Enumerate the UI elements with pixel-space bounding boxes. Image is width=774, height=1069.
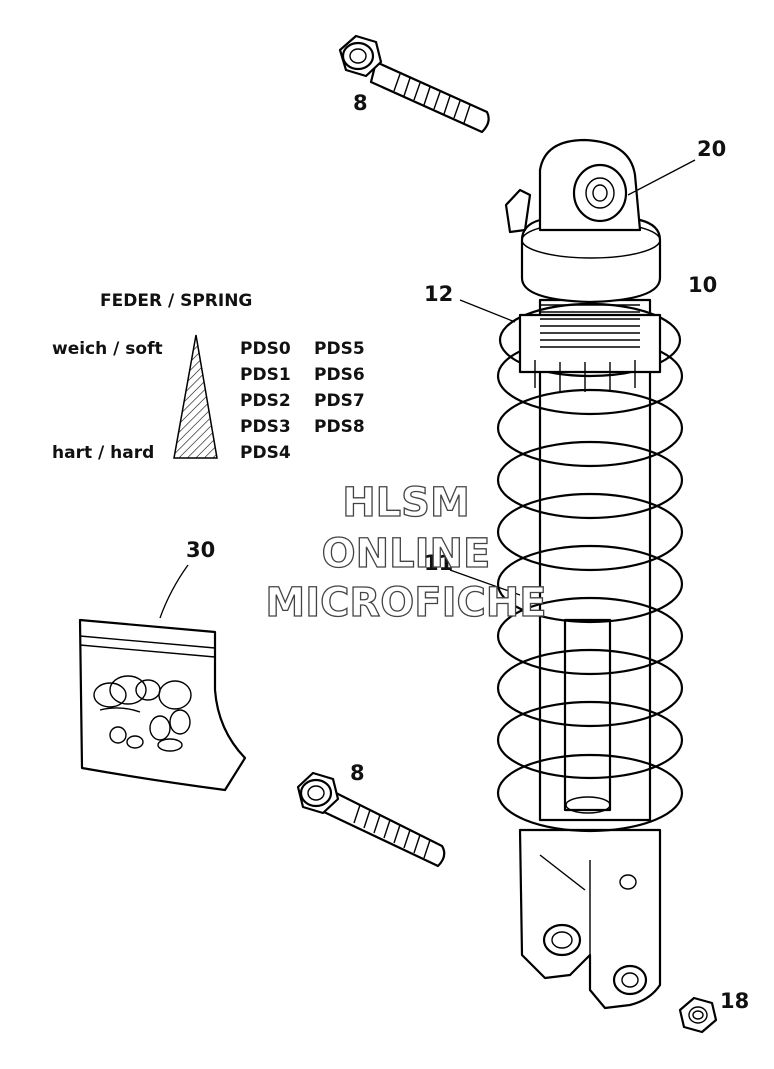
spring-code: PDS7 xyxy=(314,391,365,411)
legend-title: FEDER / SPRING xyxy=(100,291,252,311)
watermark: HLSM ONLINE MICROFICHE xyxy=(265,479,548,626)
callout-shock-absorber: 10 xyxy=(688,273,717,297)
watermark-line1: HLSM xyxy=(342,480,470,526)
watermark-line2: ONLINE xyxy=(322,531,491,577)
spring-code: PDS2 xyxy=(240,391,291,411)
spring-coils xyxy=(496,302,684,833)
bolt-top[interactable] xyxy=(338,34,490,134)
sticker-kit[interactable] xyxy=(78,618,247,792)
spring-code: PDS6 xyxy=(314,365,365,385)
callout-top-eye: 20 xyxy=(697,137,726,161)
leader-spring xyxy=(449,569,521,596)
leader-sticker-kit xyxy=(159,564,189,619)
callout-bottom-nut: 18 xyxy=(720,989,749,1013)
callout-bolt-top: 8 xyxy=(353,91,368,115)
callout-preload-nut: 12 xyxy=(424,282,453,306)
spring-code: PDS8 xyxy=(314,417,365,437)
spring-code: PDS4 xyxy=(240,443,291,463)
spring-code: PDS1 xyxy=(240,365,291,385)
callout-spring: 11 xyxy=(424,551,453,575)
spring-code: PDS0 xyxy=(240,339,291,359)
spring-code: PDS5 xyxy=(314,339,365,359)
bottom-nut[interactable] xyxy=(678,996,718,1034)
legend-soft-label: weich / soft xyxy=(52,339,163,359)
leader-preload-nut xyxy=(459,299,516,323)
callout-sticker-kit: 30 xyxy=(186,538,215,562)
callout-bolt-bottom: 8 xyxy=(350,761,365,785)
shock-absorber[interactable] xyxy=(496,138,684,1010)
legend-hard-label: hart / hard xyxy=(52,443,154,463)
hardness-wedge-icon xyxy=(173,334,218,459)
bolt-bottom[interactable] xyxy=(296,771,446,868)
spring-code: PDS3 xyxy=(240,417,291,437)
leader-top-eye xyxy=(627,159,696,196)
spring-legend: FEDER / SPRING weich / soft hart / hard … xyxy=(52,291,365,463)
watermark-line3: MICROFICHE xyxy=(265,580,546,626)
